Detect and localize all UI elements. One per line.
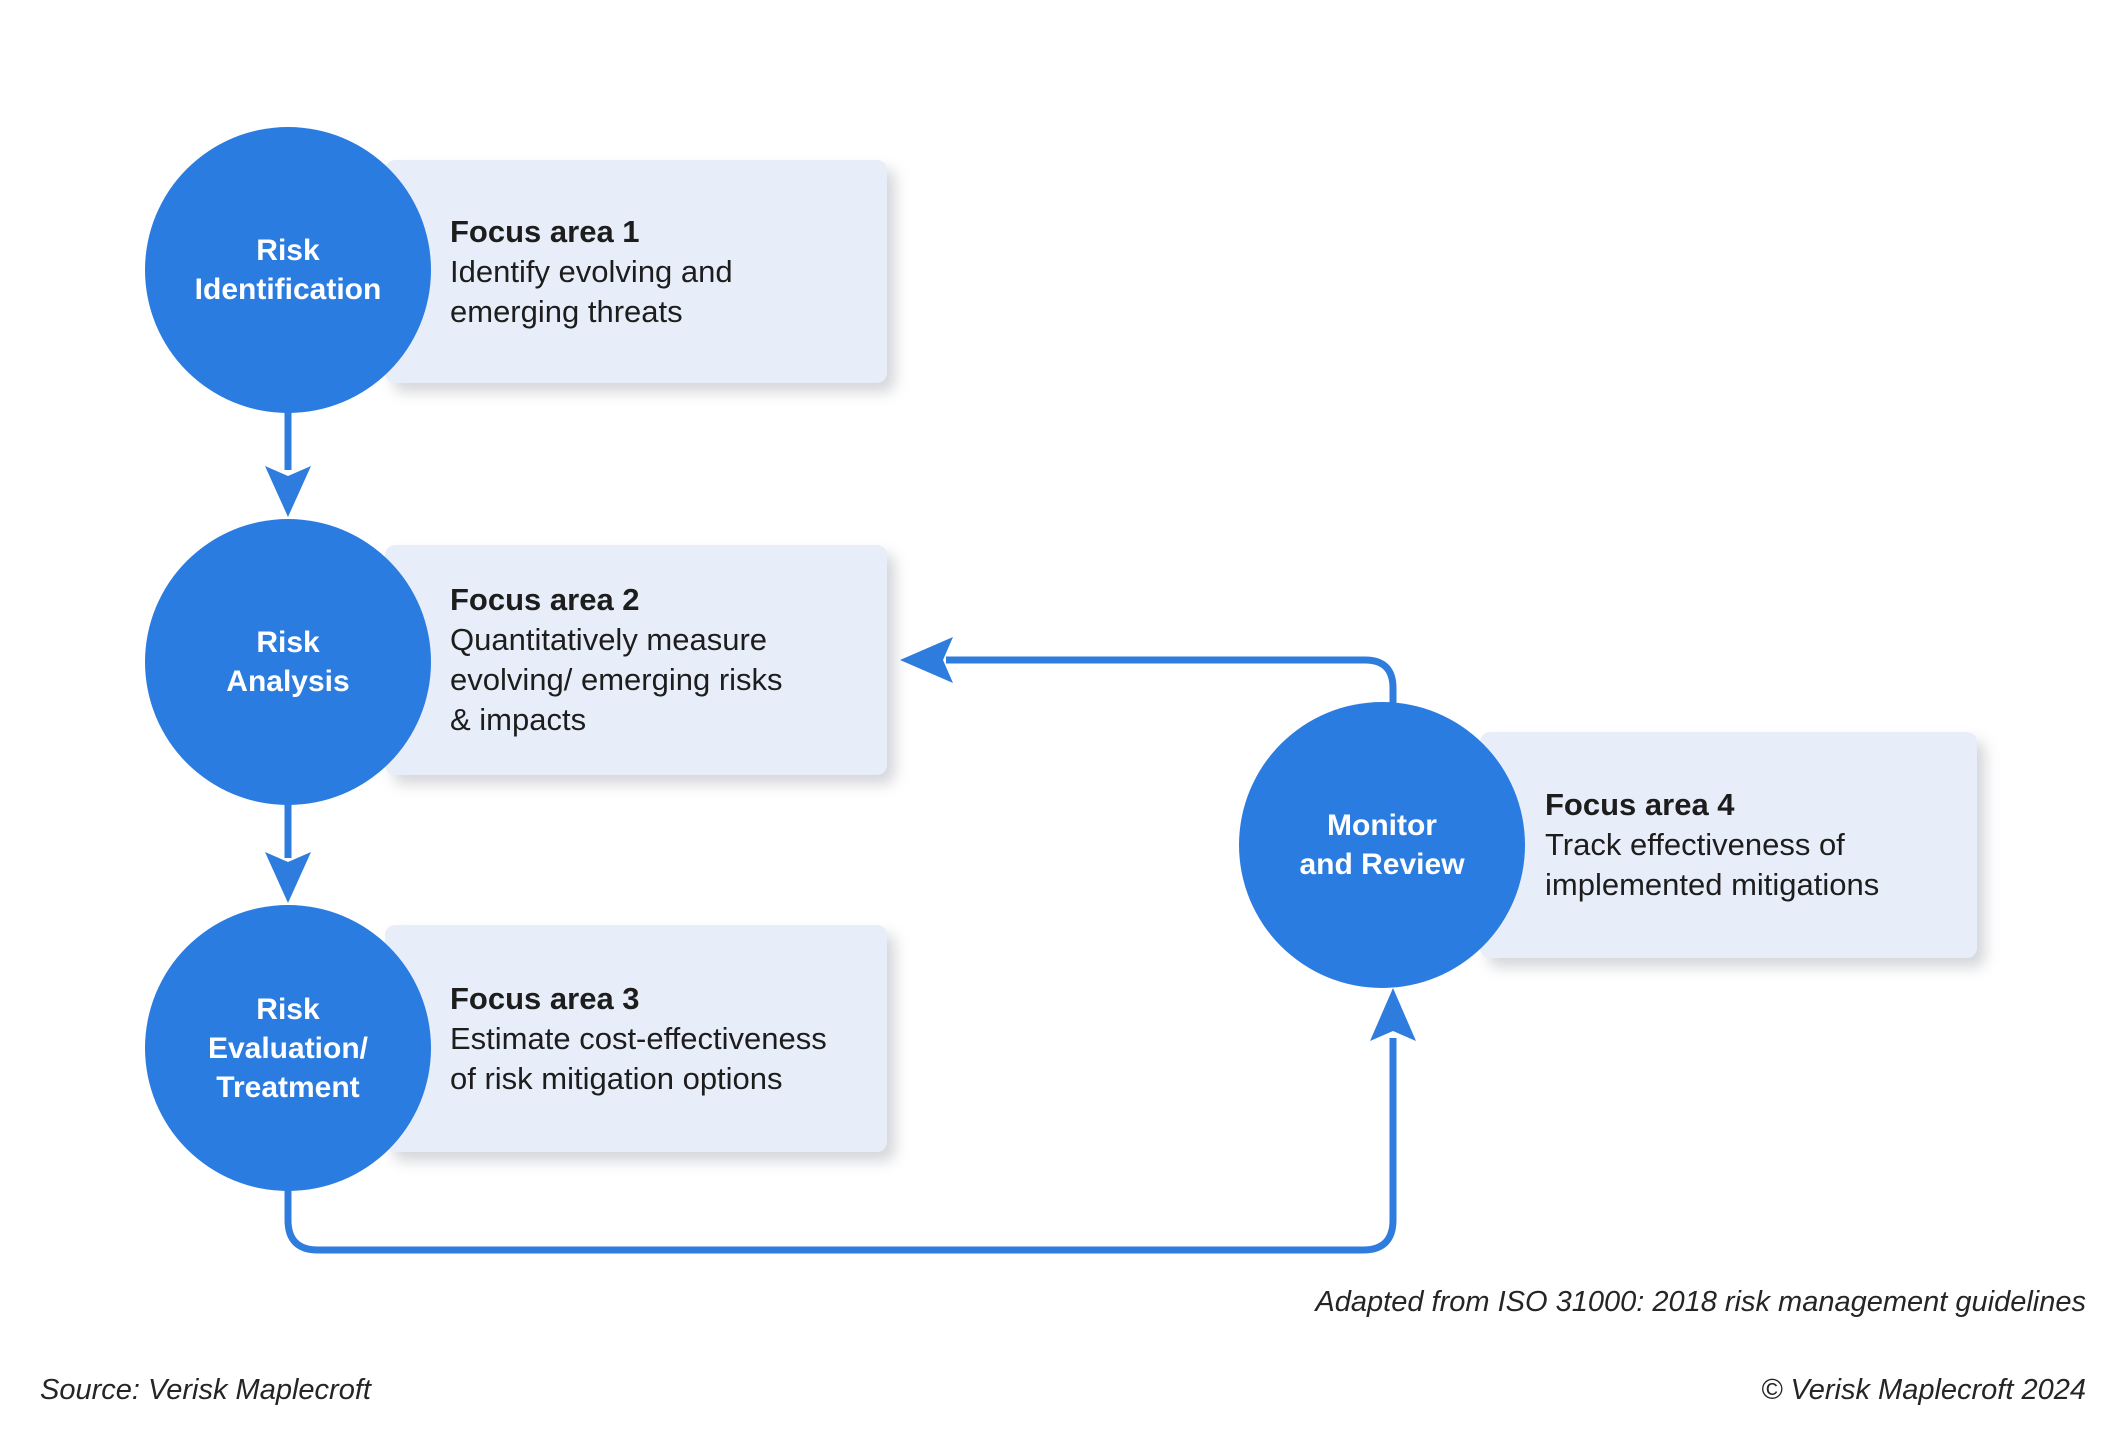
node-risk-analysis: Risk Analysis [145,519,431,805]
node-risk-evaluation-treatment: Risk Evaluation/ Treatment [145,905,431,1191]
focus-area-1-body: Identify evolving and emerging threats [450,253,733,329]
arrow-evaluation-to-monitor-head [1370,988,1416,1041]
focus-area-3-body: Estimate cost-effectiveness of risk miti… [450,1020,827,1096]
node-risk-identification-label: Risk Identification [194,234,382,306]
arrow-monitor-to-analysis-shaft [946,656,1397,706]
focus-area-2-title: Focus area 2 [450,582,640,617]
copyright-notice: © Verisk Maplecroft 2024 [1761,1374,2086,1406]
node-risk-analysis-label: Risk Analysis [226,626,350,698]
node-risk-identification: Risk Identification [145,127,431,413]
arrow-evaluation-arrowhead [265,852,311,903]
source-credit: Source: Verisk Maplecroft [40,1374,371,1406]
focus-area-4-title: Focus area 4 [1545,787,1735,822]
node-monitor-and-review: Monitor and Review [1239,702,1525,988]
adapted-from-note: Adapted from ISO 31000: 2018 risk manage… [1315,1286,2086,1318]
arrow-monitor-to-analysis-head [900,637,953,683]
focus-area-4-body: Track effectiveness of implemented mitig… [1545,827,1880,902]
node-risk-evaluation-treatment-label: Risk Evaluation/ Treatment [207,992,369,1104]
focus-area-3-title: Focus area 3 [450,980,640,1016]
arrow-evaluation-to-monitor-shaft [284,1038,1397,1254]
focus-area-2-card: Focus area 2 Quantitatively measure evol… [385,545,887,775]
focus-area-1-title: Focus area 1 [450,213,640,249]
node-monitor-and-review-label: Monitor and Review [1299,809,1465,881]
arrow-identification-to-analysis-head [265,466,311,517]
focus-area-4-card: Focus area 4 Track effectiveness of impl… [1480,732,1977,958]
focus-area-3-card: Focus area 3 Estimate cost-effectiveness… [385,925,887,1152]
focus-area-2-body: Quantitatively measure evolving/ emergin… [450,622,783,737]
focus-area-1-card: Focus area 1 Identify evolving and emerg… [385,160,887,383]
